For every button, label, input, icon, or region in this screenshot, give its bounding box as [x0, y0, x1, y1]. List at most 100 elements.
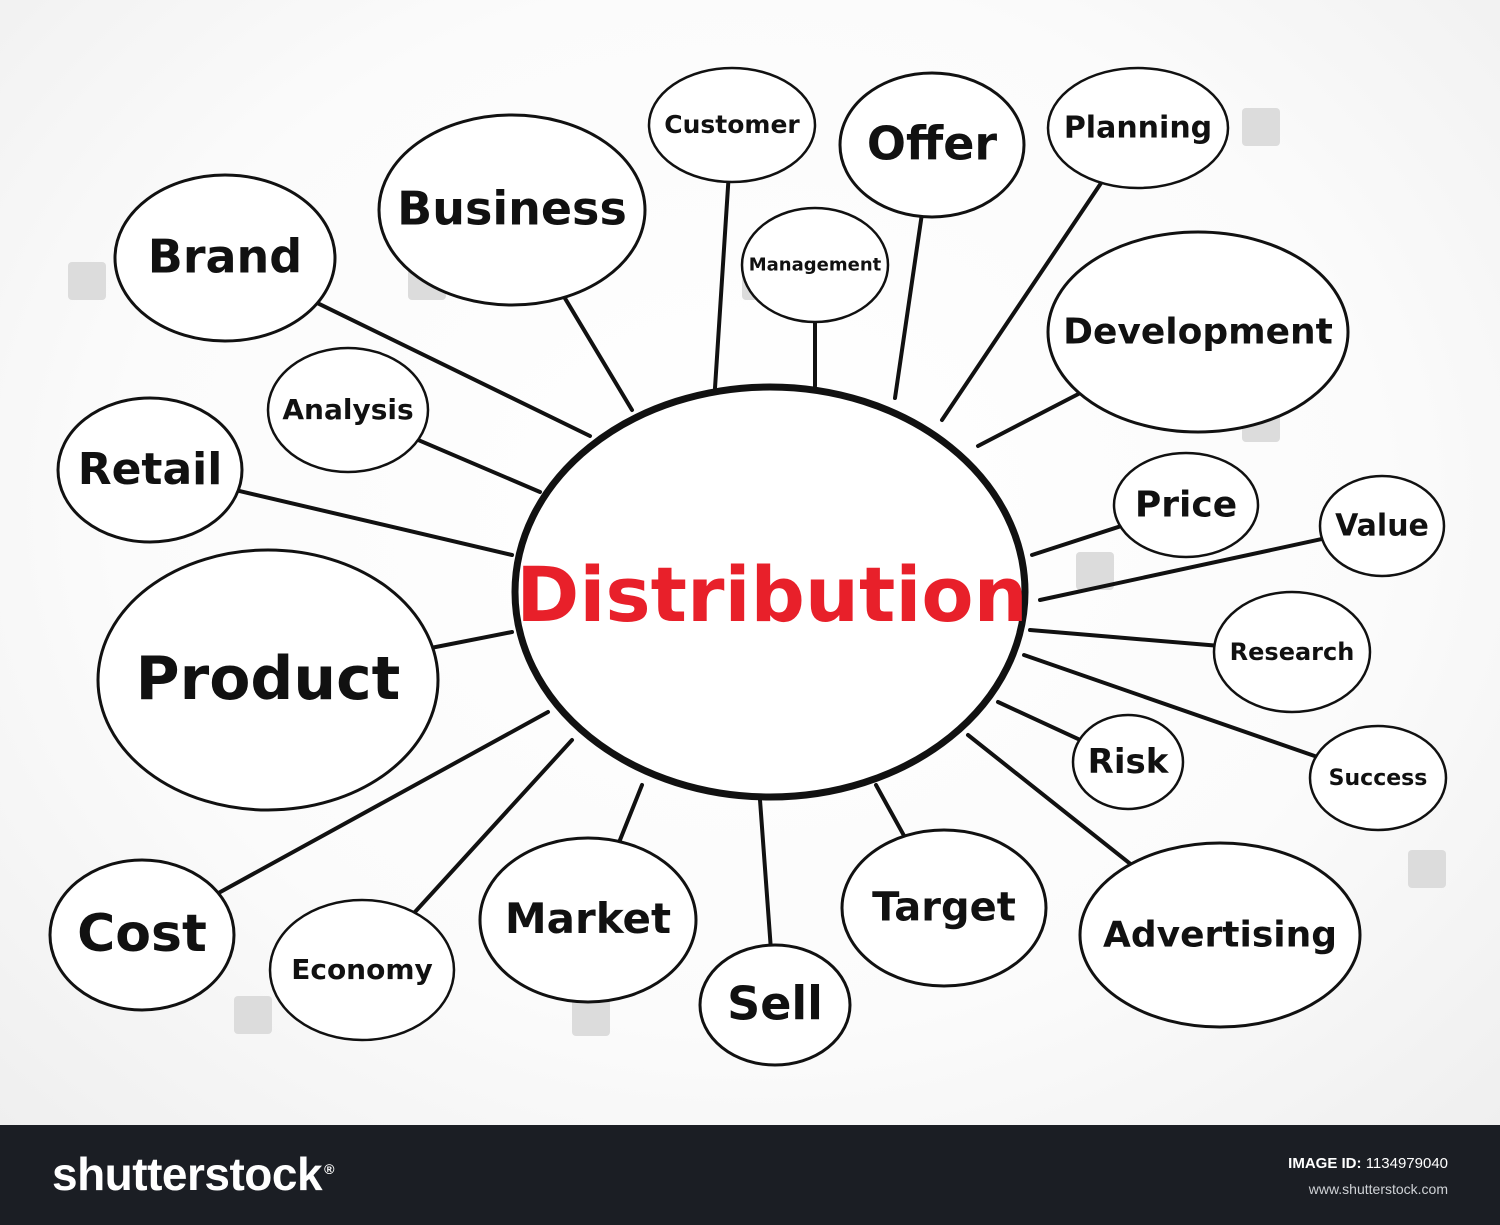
connector-layer — [216, 179, 1325, 948]
node-bubble — [698, 943, 852, 1067]
shutterstock-logo: shutterstock® — [52, 1147, 334, 1201]
node-label: Market — [505, 894, 671, 943]
node-analysis: Analysis — [266, 346, 430, 474]
node-label: Advertising — [1103, 914, 1337, 955]
connector-research — [1028, 628, 1217, 648]
center-ellipse — [511, 383, 1029, 801]
node-bubble — [840, 828, 1048, 988]
node-bubble — [1046, 230, 1350, 434]
node-bubble — [478, 836, 698, 1004]
center-label: Distribution — [516, 550, 1027, 639]
node-label: Planning — [1064, 111, 1212, 146]
node-label: Economy — [291, 953, 433, 986]
logo-text: shutterstock — [52, 1148, 323, 1200]
node-research: Research — [1212, 590, 1372, 714]
node-risk: Risk — [1071, 713, 1185, 811]
connector-price — [1030, 524, 1123, 557]
connector-target — [874, 783, 907, 839]
node-label: Success — [1329, 766, 1428, 791]
node-bubble — [48, 858, 236, 1012]
connector-economy — [412, 738, 574, 915]
connector-product — [430, 630, 514, 650]
node-label: Price — [1135, 484, 1237, 525]
node-sell: Sell — [698, 943, 852, 1067]
node-advertising: Advertising — [1078, 841, 1362, 1029]
node-label: Risk — [1088, 742, 1170, 782]
connector-retail — [236, 488, 514, 557]
connector-business — [562, 295, 634, 412]
node-offer: Offer — [838, 71, 1026, 219]
node-label: Offer — [867, 116, 998, 170]
node-bubble — [377, 113, 647, 307]
node-bubble — [1078, 841, 1362, 1029]
node-bubble — [740, 206, 890, 324]
node-management: Management — [740, 206, 890, 324]
node-economy: Economy — [268, 898, 456, 1042]
node-bubble — [268, 898, 456, 1042]
node-bubble — [1212, 590, 1372, 714]
node-label: Business — [397, 181, 627, 235]
node-product: Product — [96, 548, 440, 812]
watermark-icon — [68, 262, 106, 300]
node-bubble — [1071, 713, 1185, 811]
watermark-icon — [1408, 850, 1446, 888]
node-retail: Retail — [56, 396, 244, 544]
node-bubble — [1318, 474, 1446, 578]
node-label: Cost — [77, 904, 207, 964]
node-label: Value — [1335, 509, 1429, 544]
node-cost: Cost — [48, 858, 236, 1012]
node-bubble — [1112, 451, 1260, 559]
registered-mark: ® — [324, 1160, 334, 1177]
node-label: Analysis — [282, 393, 413, 426]
connector-sell — [758, 798, 773, 948]
image-id-value: 1134979040 — [1365, 1155, 1448, 1172]
watermark-icon — [1076, 552, 1114, 590]
node-bubble — [266, 346, 430, 474]
node-bubble — [647, 66, 817, 184]
node-bubble — [1046, 66, 1230, 190]
connector-cost — [216, 710, 550, 896]
connector-success — [1022, 653, 1319, 759]
node-label: Brand — [148, 229, 302, 283]
watermark-icon — [234, 996, 272, 1034]
connector-analysis — [416, 437, 542, 494]
node-label: Sell — [727, 976, 823, 1030]
node-planning: Planning — [1046, 66, 1230, 190]
connector-risk — [996, 700, 1082, 742]
node-label: Target — [872, 885, 1016, 931]
node-label: Development — [1063, 311, 1333, 352]
node-brand: Brand — [113, 173, 337, 343]
connector-value — [1038, 536, 1325, 602]
node-label: Management — [749, 255, 882, 276]
watermark-icon — [572, 998, 610, 1036]
connector-market — [617, 783, 644, 844]
footer-url: www.shutterstock.com — [1308, 1181, 1448, 1197]
connector-customer — [713, 179, 731, 390]
footer-bar: shutterstock® IMAGE ID: 1134979040 www.s… — [0, 1125, 1500, 1225]
node-bubble — [838, 71, 1026, 219]
node-bubble — [1308, 724, 1448, 832]
center-node: Distribution — [511, 383, 1029, 801]
image-id: IMAGE ID: 1134979040 — [1288, 1155, 1448, 1172]
node-label: Research — [1230, 638, 1355, 666]
node-price: Price — [1112, 451, 1260, 559]
node-market: Market — [478, 836, 698, 1004]
node-business: Business — [377, 113, 647, 307]
watermark-icon — [1242, 108, 1280, 146]
node-label: Customer — [664, 110, 800, 139]
connector-planning — [940, 180, 1104, 422]
connector-development — [976, 391, 1082, 448]
image-id-label: IMAGE ID: — [1288, 1155, 1362, 1172]
node-bubble — [113, 173, 337, 343]
node-label: Product — [136, 644, 401, 714]
node-success: Success — [1308, 724, 1448, 832]
node-value: Value — [1318, 474, 1446, 578]
connector-offer — [893, 214, 924, 400]
node-development: Development — [1046, 230, 1350, 434]
connector-brand — [315, 301, 592, 438]
node-label: Retail — [78, 444, 223, 495]
node-bubble — [56, 396, 244, 544]
